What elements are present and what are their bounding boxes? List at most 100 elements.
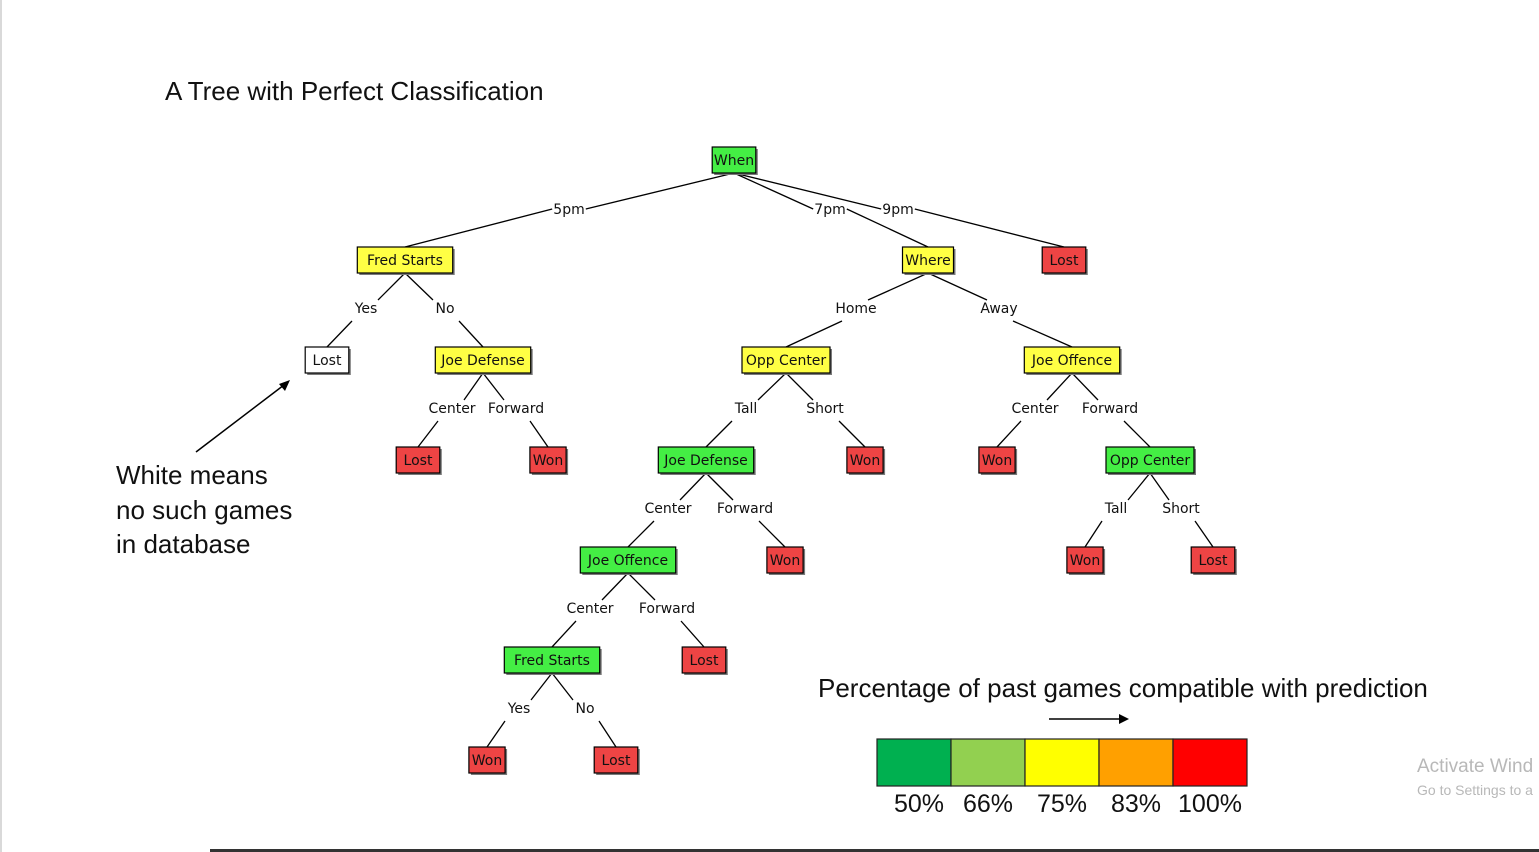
legend-swatch: [950, 738, 1026, 787]
edge-label: Center: [566, 601, 613, 617]
watermark-line-1: Activate Wind: [1417, 756, 1534, 777]
edge-line-lower: [529, 420, 549, 448]
activation-watermark: Activate Wind Go to Settings to a: [1417, 756, 1533, 798]
tree-node-label: Fred Starts: [514, 653, 590, 669]
edge-label: No: [575, 701, 594, 717]
edge-label: 9pm: [882, 202, 913, 218]
edge-line-upper: [785, 372, 814, 401]
tree-node-label: Opp Center: [1110, 453, 1191, 469]
tree-node-label: Joe Offence: [1031, 353, 1112, 369]
tree-node-label: Won: [770, 553, 800, 569]
edge-label: Center: [1011, 401, 1058, 417]
tree-node-oppC1: [741, 346, 831, 374]
edge-label: Away: [980, 301, 1017, 317]
note-line-3: in database: [116, 529, 251, 559]
tree-node-label: Lost: [404, 453, 433, 469]
note-line-1: White means: [116, 460, 268, 490]
tree-node-fred1: [356, 246, 454, 274]
edge-line-lower: [404, 208, 553, 248]
edge-line-lower: [785, 320, 843, 348]
slide-title: A Tree with Perfect Classification: [165, 76, 544, 106]
edge-line-upper: [867, 272, 929, 301]
edge-line-upper: [757, 372, 787, 401]
edge-label: Short: [1162, 501, 1200, 517]
tree-node-label: Won: [533, 453, 563, 469]
tree-node-wonE: [1066, 546, 1104, 574]
legend-swatch-label: 50%: [894, 790, 944, 818]
tree-node-label: Opp Center: [746, 353, 827, 369]
edge-label: 7pm: [814, 202, 845, 218]
edge-line-lower: [838, 420, 866, 448]
edge-line-lower: [458, 320, 484, 348]
legend-swatch-label: 100%: [1178, 790, 1242, 818]
edge-line-lower: [705, 420, 733, 448]
edge-line-lower: [1123, 420, 1151, 448]
legend-swatch: [876, 738, 952, 787]
edge-line-upper: [627, 572, 656, 601]
edge-line-lower: [846, 208, 929, 248]
tree-node-label: Where: [905, 253, 950, 269]
tree-node-wonA: [529, 446, 567, 474]
tree-node-label: Joe Offence: [587, 553, 668, 569]
edge-line-lower: [598, 720, 617, 748]
edge-label: Center: [428, 401, 475, 417]
legend-swatch: [1172, 738, 1248, 787]
edge-label: Forward: [639, 601, 695, 617]
tree-node-wonB: [846, 446, 884, 474]
edge-line-upper: [733, 172, 882, 210]
tree-node-label: Lost: [1199, 553, 1228, 569]
edge-line-upper: [463, 372, 484, 401]
edge-line-upper: [482, 372, 505, 401]
edge-line-lower: [1084, 520, 1103, 548]
tree-node-fred2: [503, 646, 601, 674]
legend-arrow-head: [1119, 714, 1129, 724]
tree-node-label: Joe Defense: [440, 353, 524, 369]
edge-line-upper: [1071, 372, 1099, 401]
legend-swatch: [1024, 738, 1100, 787]
tree-node-label: Won: [982, 453, 1012, 469]
tree-node-label: Lost: [1050, 253, 1079, 269]
tree-node-wonF: [468, 746, 506, 774]
edge-label: Tall: [1104, 501, 1128, 517]
edge-line-lower: [551, 620, 577, 648]
tree-node-label: Joe Defense: [663, 453, 747, 469]
edge-label: Home: [835, 301, 876, 317]
tree-node-label: Won: [850, 453, 880, 469]
legend-swatch-label: 75%: [1037, 790, 1087, 818]
tree-node-lost9: [1041, 246, 1087, 274]
edge-label: Forward: [488, 401, 544, 417]
edge-line-lower: [1012, 320, 1073, 348]
edge-line-lower: [417, 420, 439, 448]
tree-node-oppC2: [1105, 446, 1195, 474]
slide-bottom-edge: [210, 849, 1539, 852]
tree-node-label: Won: [472, 753, 502, 769]
edge-line-lower: [326, 320, 353, 348]
edge-label: Yes: [354, 301, 378, 317]
tree-node-lostB: [1190, 546, 1236, 574]
tree-node-joeO2: [579, 546, 677, 574]
tree-node-lostA: [395, 446, 441, 474]
edge-line-lower: [486, 720, 506, 748]
edge-line-lower: [758, 520, 786, 548]
note-line-2: no such games: [116, 494, 293, 525]
edge-label: Center: [644, 501, 691, 517]
tree-node-label: When: [714, 153, 754, 169]
tree-node-label: Lost: [690, 653, 719, 669]
edge-line-upper: [530, 672, 553, 701]
edge-label: Tall: [734, 401, 758, 417]
edge-line-upper: [927, 272, 988, 301]
edge-label: 5pm: [553, 202, 584, 218]
white-node-note: White means no such games in database: [116, 458, 292, 562]
edge-line-lower: [1194, 520, 1214, 548]
legend-swatch-label: 66%: [963, 790, 1013, 818]
edge-line-upper: [404, 272, 434, 301]
edge-line-upper: [551, 672, 574, 701]
tree-node-joeD1: [434, 346, 532, 374]
edge-line-upper: [1046, 372, 1073, 401]
tree-node-wonD: [766, 546, 804, 574]
tree-node-lostD: [593, 746, 639, 774]
edge-line-lower: [996, 420, 1022, 448]
edge-line-upper: [1127, 472, 1151, 501]
note-arrow-line: [195, 384, 285, 453]
